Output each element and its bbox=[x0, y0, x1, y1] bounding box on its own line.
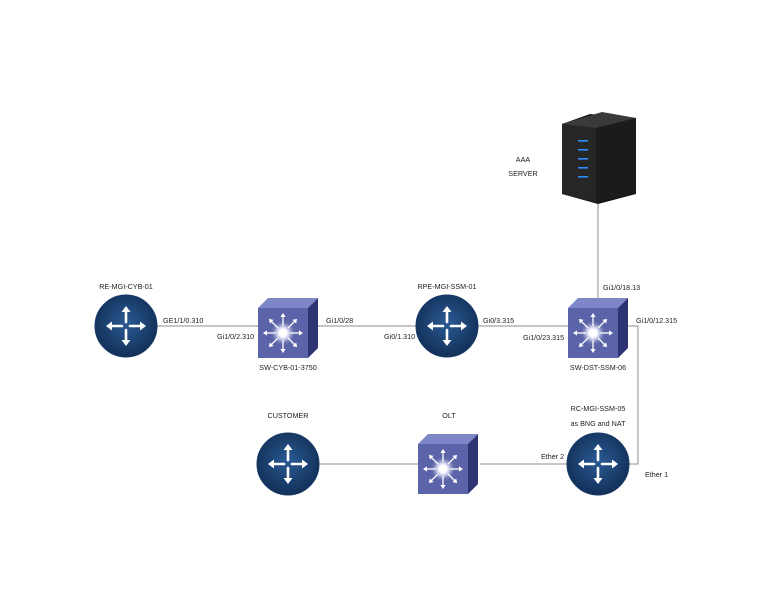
link-sw-dst-to-rc bbox=[628, 325, 639, 465]
port-rpe-right: Gi0/3.315 bbox=[483, 316, 514, 325]
port-sw-dst-right: Gi1/0/12.315 bbox=[636, 316, 677, 325]
router-icon-rpe-mgi-ssm-01[interactable] bbox=[415, 294, 479, 358]
switch-icon-sw-dst-ssm-06[interactable] bbox=[568, 298, 628, 358]
router-icon-customer[interactable] bbox=[256, 432, 320, 496]
links bbox=[156, 198, 639, 465]
port-sw-dst-left: Gi1/0/23.315 bbox=[523, 333, 564, 342]
switch-icon-sw-cyb-01-3750[interactable] bbox=[258, 298, 318, 358]
label-bng-nat: as BNG and NAT bbox=[571, 419, 627, 428]
port-rc-ether2: Ether 2 bbox=[541, 452, 564, 461]
label-sw-cyb-01-3750: SW-CYB-01-3750 bbox=[259, 363, 316, 372]
port-rc-ether1: Ether 1 bbox=[645, 470, 668, 479]
label-rpe-mgi-ssm-01: RPE-MGI-SSM-01 bbox=[417, 282, 476, 291]
switch-icon-olt[interactable] bbox=[418, 434, 478, 494]
label-olt: OLT bbox=[442, 411, 456, 420]
port-sw-cyb-right: Gi1/0/28 bbox=[326, 316, 353, 325]
port-sw-cyb-left: Gi1/0/2.310 bbox=[217, 332, 254, 341]
port-rpe-left: Gi0/1.310 bbox=[384, 332, 415, 341]
label-rc-mgi-ssm-05: RC-MGI-SSM-05 bbox=[571, 404, 626, 413]
label-server: SERVER bbox=[508, 169, 537, 178]
label-sw-dst-ssm-06: SW-DST-SSM-06 bbox=[570, 363, 626, 372]
router-icon-rc-mgi-ssm-05[interactable] bbox=[566, 432, 630, 496]
devices bbox=[94, 294, 630, 496]
server-front bbox=[562, 124, 596, 202]
server-leds bbox=[578, 140, 588, 178]
port-sw-dst-top: Gi1/0/18.13 bbox=[603, 283, 640, 292]
port-labels: GE1/1/0.310 Gi1/0/2.310 Gi1/0/28 Gi0/1.3… bbox=[163, 283, 677, 479]
server-top bbox=[562, 112, 636, 128]
server-icon[interactable] bbox=[562, 112, 636, 204]
node-labels: RE-MGI-CYB-01 SW-CYB-01-3750 RPE-MGI-SSM… bbox=[99, 155, 626, 428]
router-icon-re-mgi-cyb-01[interactable] bbox=[94, 294, 158, 358]
label-re-mgi-cyb-01: RE-MGI-CYB-01 bbox=[99, 282, 153, 291]
port-re-to-sw: GE1/1/0.310 bbox=[163, 316, 203, 325]
server-right bbox=[596, 118, 636, 202]
label-aaa: AAA bbox=[516, 155, 531, 164]
label-customer: CUSTOMER bbox=[268, 411, 309, 420]
